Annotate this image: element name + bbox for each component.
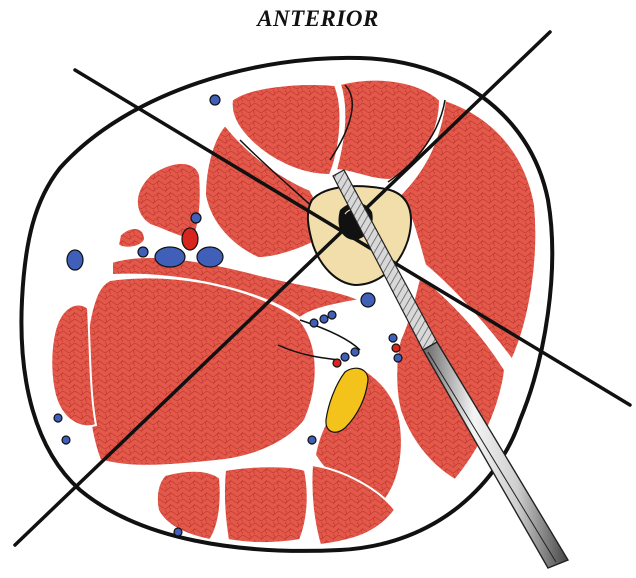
- vein-icon: [394, 354, 402, 362]
- vein-icon: [361, 293, 375, 307]
- vein-icon: [308, 436, 316, 444]
- vein-icon: [320, 315, 328, 323]
- vein-icon: [174, 528, 182, 536]
- artery-icon: [392, 344, 400, 352]
- vein-icon: [54, 414, 62, 422]
- artery-icon: [182, 228, 198, 250]
- vein-icon: [138, 247, 148, 257]
- vein-icon: [341, 353, 349, 361]
- vein-icon: [351, 348, 359, 356]
- vein-icon: [197, 247, 223, 267]
- vein-icon: [191, 213, 201, 223]
- vein-icon: [62, 436, 70, 444]
- artery-icon: [333, 359, 341, 367]
- vein-icon: [67, 250, 83, 270]
- vein-icon: [389, 334, 397, 342]
- vein-icon: [155, 247, 185, 267]
- vein-icon: [310, 319, 318, 327]
- muscle-inferior-mid: [224, 466, 308, 543]
- orientation-label: ANTERIOR: [0, 6, 636, 32]
- vein-icon: [328, 311, 336, 319]
- vein-icon: [210, 95, 220, 105]
